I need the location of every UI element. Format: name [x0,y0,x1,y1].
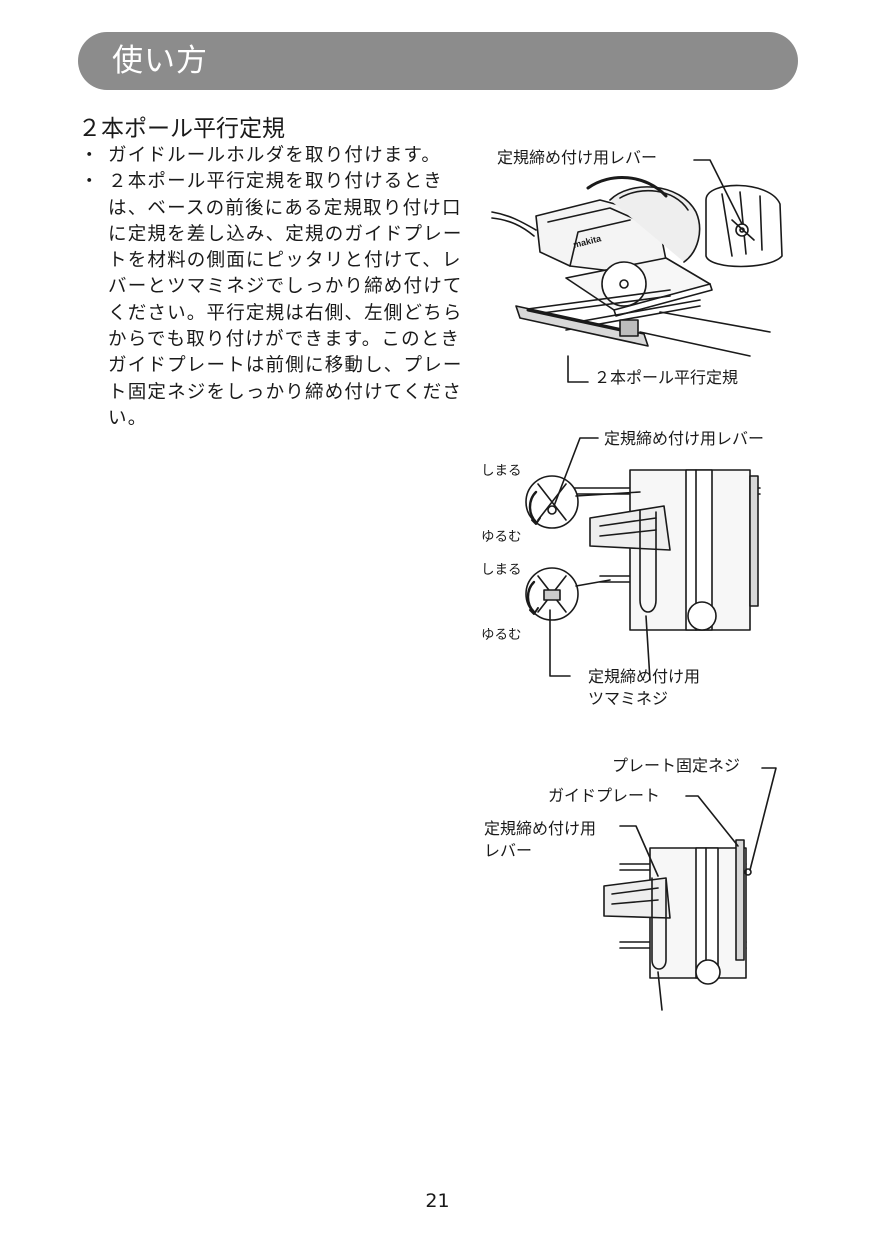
list-item: ・ ガイドルールホルダを取り付けます。 [78,143,470,169]
banner-title: 使い方 [112,43,208,79]
guide-plate-label: ガイドプレート [548,786,661,805]
bullet-text: ガイドルールホルダを取り付けます。 [108,145,442,166]
figure-lever-and-knob-detail [525,437,761,681]
bullet-marker: ・ [80,145,100,166]
knob-screw-label: 定規締め付け用 ツマミネジ [588,667,701,708]
lever-label-fig3: 定規締め付け用 レバー [484,819,597,860]
list-item: ・ ２本ポール平行定規を取り付けるときは、ベースの前後にある定規取り付け口に定規… [78,169,470,432]
section-heading: ２本ポール平行定規 [78,116,285,142]
figure-guide-plate-position [603,767,777,1011]
bullet-marker: ・ [80,171,100,193]
parallel-rule-label: ２本ポール平行定規 [594,368,739,387]
bullet-text: ２本ポール平行定規を取り付けるときは、ベースの前後にある定規取り付け口に定規を差… [108,171,463,429]
loosen-label-bottom: ゆるむ [481,627,522,643]
figure-saw-with-parallel-rule: makita [491,159,783,383]
loosen-label-top: ゆるむ [481,529,522,545]
instruction-list: ・ ガイドルールホルダを取り付けます。 ・ ２本ポール平行定規を取り付けるときは… [78,143,470,432]
tighten-label-bottom: しまる [481,562,522,578]
plate-screw-label: プレート固定ネジ [612,756,741,775]
page-number: 21 [425,1190,450,1212]
lever-label-fig2: 定規締め付け用レバー [604,429,765,448]
section-banner: 使い方 [78,32,798,90]
tighten-label-top: しまる [481,463,522,479]
lever-label-fig1: 定規締め付け用レバー [497,148,658,167]
